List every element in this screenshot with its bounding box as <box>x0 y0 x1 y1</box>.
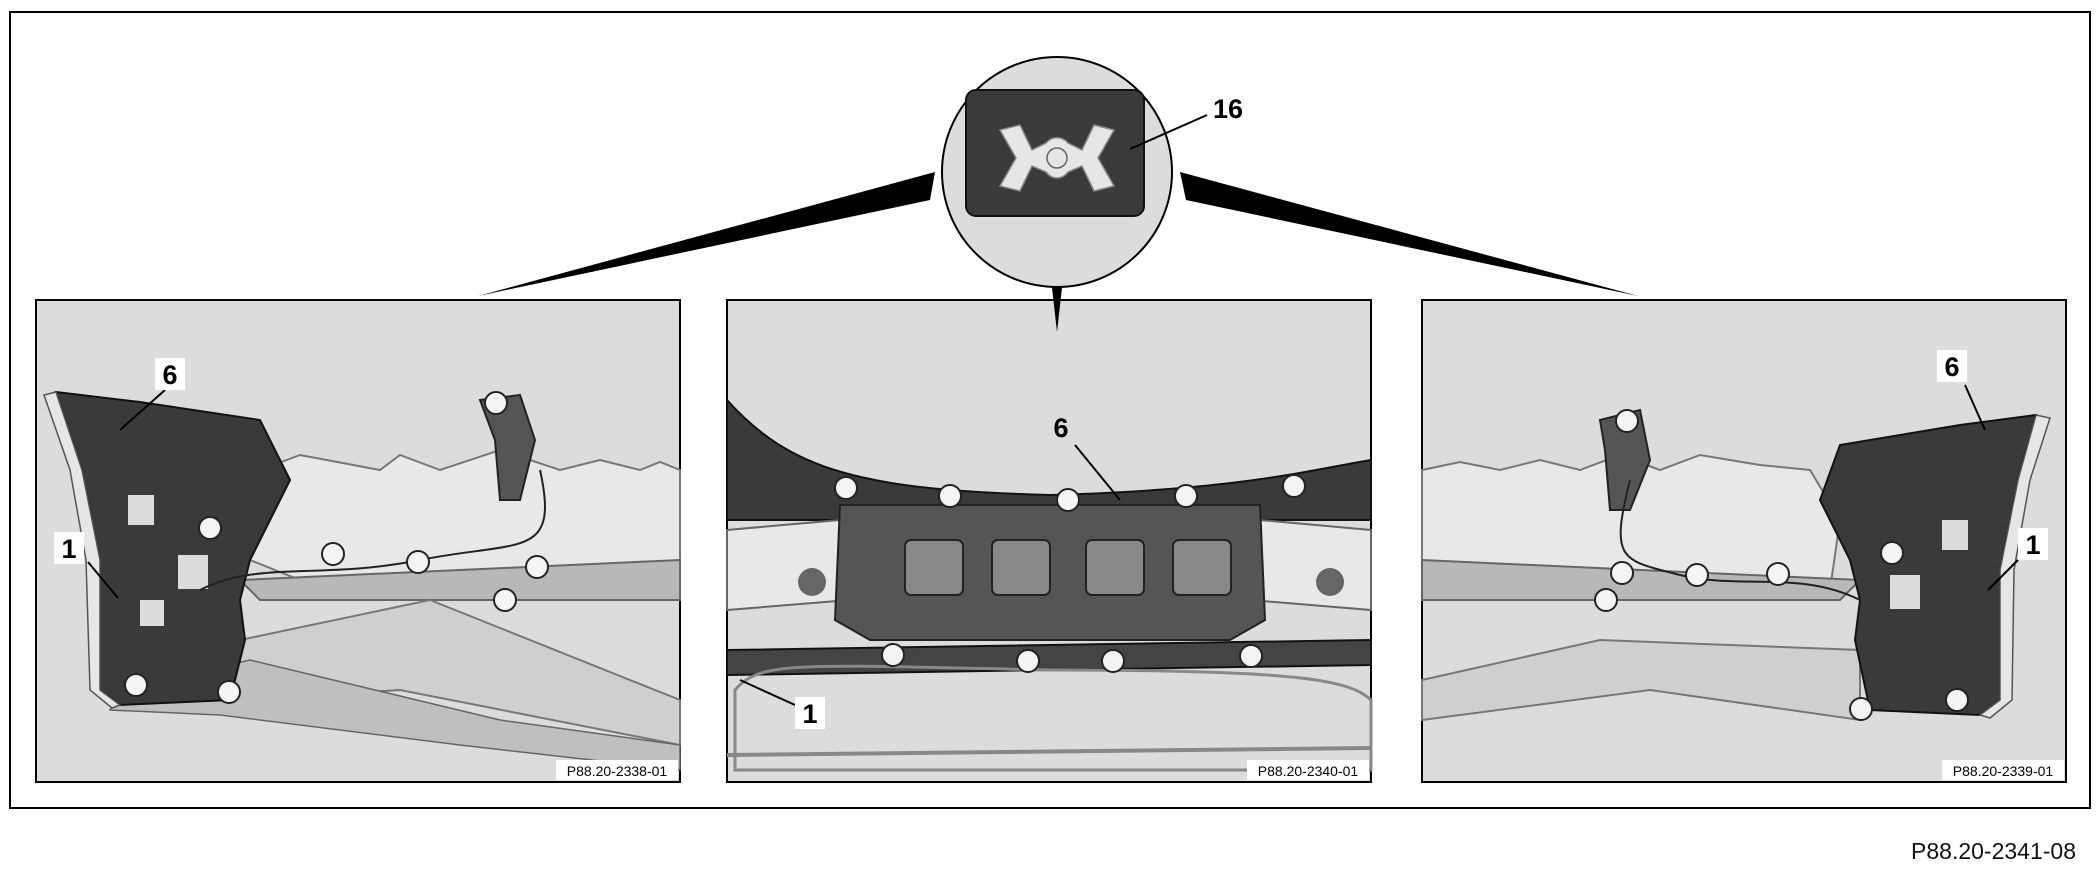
pointer-to-left-panel <box>478 172 935 296</box>
right-bracket <box>1598 408 1652 511</box>
screw <box>1615 409 1639 433</box>
pointer-to-right-panel <box>1180 172 1638 296</box>
screw <box>1174 484 1198 508</box>
screw <box>217 680 241 704</box>
screw <box>321 542 345 566</box>
photo-reference-label: P88.20-2338-01 <box>567 763 668 779</box>
screw <box>1945 688 1969 712</box>
center-window <box>1172 539 1232 596</box>
left-bracket <box>478 393 537 501</box>
figure-reference: P88.20-2341-08 <box>1911 838 2076 864</box>
screw <box>1610 561 1634 585</box>
left-cutout <box>178 555 208 589</box>
center-light-hole <box>798 568 826 596</box>
screw <box>1101 649 1125 673</box>
screw <box>525 555 549 579</box>
center-lower-grille <box>733 664 1373 772</box>
screw <box>1849 697 1873 721</box>
center-callout-1: 1 <box>739 679 825 729</box>
left-cutout <box>140 600 164 626</box>
callout-label: 1 <box>802 699 817 729</box>
right-rail <box>1421 558 1863 601</box>
callout-label: 6 <box>162 360 177 390</box>
screw <box>1016 649 1040 673</box>
panel-center: 6 1 P88.20-2340-01 <box>726 299 1373 783</box>
screw <box>1685 563 1709 587</box>
screw <box>406 550 430 574</box>
screw <box>1056 488 1080 512</box>
center-window <box>991 539 1051 596</box>
callout-label: 1 <box>61 534 76 564</box>
right-cutout <box>1890 575 1920 609</box>
right-callout-1: 1 <box>1987 528 2048 591</box>
clip-nut-center-hole <box>1046 147 1068 169</box>
callout-label: 6 <box>1053 413 1068 443</box>
center-bottom-edge <box>726 746 1372 757</box>
screw <box>938 484 962 508</box>
screw <box>1594 588 1618 612</box>
panel-right: 6 1 P88.20-2339-01 <box>1421 299 2067 783</box>
right-bumper-edge <box>1978 414 2051 719</box>
right-screws <box>1594 409 1969 721</box>
left-callout-1: 1 <box>54 532 119 599</box>
center-callout-6: 6 <box>1046 411 1121 501</box>
left-lower-skirt-inner <box>108 659 681 771</box>
right-callout-6: 6 <box>1937 350 1986 431</box>
left-callout-6: 6 <box>119 358 185 431</box>
screw <box>198 516 222 540</box>
screw <box>834 476 858 500</box>
photo-reference-label: P88.20-2339-01 <box>1953 763 2054 779</box>
panel-left: 6 1 P88.20-2338-01 <box>35 299 681 783</box>
screw <box>493 588 517 612</box>
left-cutout <box>128 495 154 525</box>
screw <box>1282 474 1306 498</box>
center-light-right <box>1248 518 1372 612</box>
screw <box>881 643 905 667</box>
right-harness <box>1619 479 1861 601</box>
callout-label: 6 <box>1944 352 1959 382</box>
callout-label: 1 <box>2025 530 2040 560</box>
callout-label: 16 <box>1213 94 1243 124</box>
left-screws <box>124 391 549 704</box>
center-window <box>1085 539 1145 596</box>
photo-reference-label: P88.20-2340-01 <box>1258 763 1359 779</box>
detail-inset: 16 <box>478 56 1638 332</box>
inset-callout-16: 16 <box>1129 94 1243 150</box>
left-bumper-edge <box>43 391 122 709</box>
screw <box>1239 644 1263 668</box>
screw <box>124 673 148 697</box>
screw <box>1880 541 1904 565</box>
center-light-left <box>726 518 852 612</box>
right-cutout <box>1942 520 1968 550</box>
center-light-hole <box>1316 568 1344 596</box>
screw <box>1766 562 1790 586</box>
center-window <box>904 539 964 596</box>
center-screws <box>834 474 1306 673</box>
screw <box>484 391 508 415</box>
